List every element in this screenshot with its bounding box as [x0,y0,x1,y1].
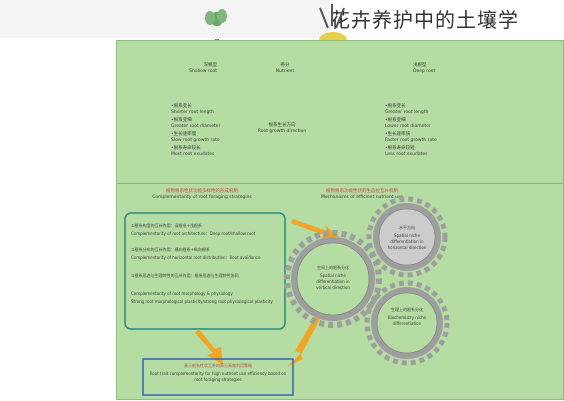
header-band [0,0,330,38]
diagram-panel: 深根型 Shallow root 浅根型 Deep root 养分 Nutrie… [116,40,564,400]
direction-label-en: Root growth direction [257,129,307,134]
gear-center [284,230,382,328]
right-header-en: Mechanisms of efficient nutrient use [320,195,404,200]
deep-label-en: Deep root [413,69,436,74]
gear-center-en: Spatial niche differentiation in vertica… [316,273,350,290]
nutrient-label-en: Nutrient [275,69,295,74]
result-box-en: Root trait complementarity for high nutr… [149,371,287,382]
shallow-label-en: Shallow root [189,69,217,74]
deep-label-cn: 浅根型 [413,63,427,68]
shallow-label-cn: 深根型 [203,63,218,68]
gear-topright-en: Spatial niche differentiation in horizon… [387,233,427,250]
gear-bottomright-en: Biochemistry niche differentiation [387,315,427,326]
gear-topright-cn: 水平方向 [399,225,415,230]
section-divider [117,183,563,184]
strategy-box [124,212,286,330]
gear-bottom-right [364,280,450,366]
gear-top-right [366,196,448,278]
direction-label-cn: 根系生长方向 [268,123,296,128]
result-box [142,358,294,396]
gear-bottomright-cn: 生理上的根系分化 [391,307,423,312]
right-header-cn: 植物根系功能性状的生态位互补机制 [326,189,398,194]
result-box-cn: 基于根系性状互补的养分高效利用策略 [184,363,252,368]
orange-arrow-down-left [195,329,223,365]
page-title: 花卉养护中的土壤学 [330,8,519,32]
gear-center-cn: 空间上的根系分化 [317,265,349,270]
orange-arrow-down-right [287,313,321,367]
mechanism-graphics [124,196,450,396]
left-header-cn: 植物根系性状功能多样性的形成机制 [166,189,238,194]
left-header-en: Complementarity of root foraging strateg… [152,195,252,200]
nutrient-label-cn: 养分 [280,63,290,68]
